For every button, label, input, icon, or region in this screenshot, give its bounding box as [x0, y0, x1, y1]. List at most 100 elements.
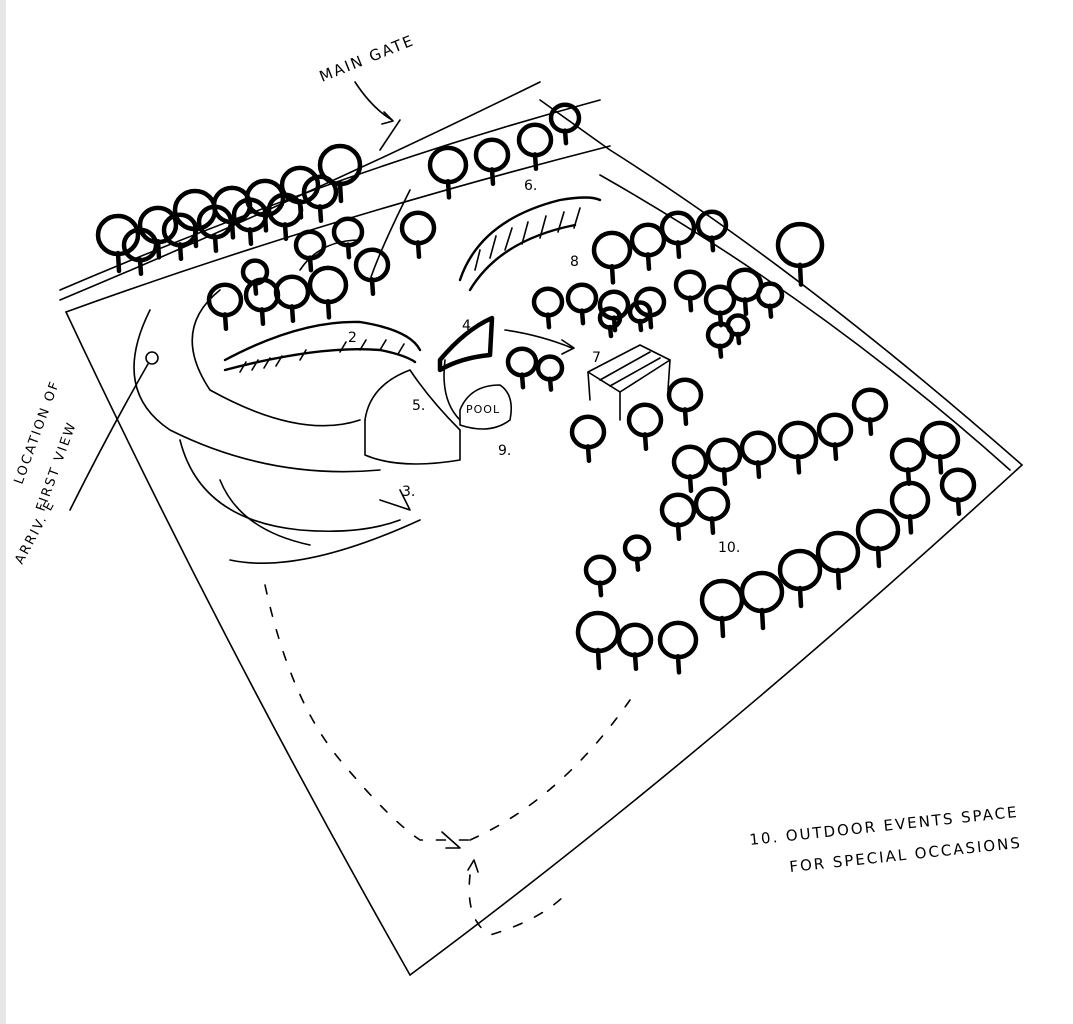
tree-icon — [739, 570, 785, 614]
tree-trunk — [607, 324, 614, 339]
label-2: 2 — [348, 330, 357, 346]
tree-icon — [777, 548, 823, 592]
tree-icon — [673, 269, 707, 301]
tree-trunk — [609, 263, 616, 285]
tree-icon — [616, 622, 654, 658]
tree-icon — [516, 122, 554, 158]
tree-icon — [851, 387, 889, 423]
tree-trunk — [259, 307, 266, 327]
tree-icon — [725, 313, 751, 337]
tree-trunk — [177, 242, 184, 262]
tree-icon — [427, 145, 469, 185]
flow-arrow — [504, 329, 575, 355]
tree-icon — [739, 430, 777, 466]
tree-trunk — [585, 444, 592, 464]
tree-icon — [137, 205, 179, 245]
label-4: 4. — [462, 318, 475, 334]
tree-icon — [505, 346, 539, 378]
tree-trunk — [719, 615, 726, 639]
tree-trunk — [307, 255, 314, 273]
tree-trunk — [675, 240, 682, 260]
tree-trunk — [675, 522, 682, 542]
tree-icon — [659, 492, 697, 528]
tree-trunk — [595, 647, 602, 671]
tree-trunk — [907, 513, 914, 535]
curved-seating-band — [223, 320, 422, 373]
label-3: 3. — [402, 484, 415, 500]
tree-icon — [629, 222, 667, 258]
tree-icon — [919, 420, 961, 460]
tree-trunk — [867, 417, 874, 437]
tree-trunk — [767, 303, 774, 319]
tree-trunk — [709, 516, 716, 536]
tree-icon — [569, 414, 607, 450]
tree-trunk — [875, 545, 882, 569]
tree-icon — [273, 274, 311, 310]
tree-icon — [815, 530, 861, 574]
tree-icon — [657, 620, 699, 660]
scan-edge — [0, 0, 6, 1024]
tree-trunk — [545, 312, 552, 330]
tree-trunk — [742, 297, 749, 317]
tree-trunk — [115, 250, 122, 274]
tree-trunk — [717, 343, 724, 359]
tree-icon — [626, 402, 664, 438]
site-boundary — [59, 81, 1023, 976]
tree-trunk — [317, 204, 324, 224]
pavilion — [587, 344, 671, 421]
tree-icon — [597, 289, 631, 321]
tree-icon — [889, 437, 927, 473]
arrival-path — [264, 584, 631, 936]
tree-icon — [206, 282, 244, 318]
tree-trunk — [735, 331, 742, 346]
tree-trunk — [637, 318, 644, 333]
terrace-contours — [133, 189, 421, 564]
tree-trunk — [597, 580, 604, 598]
tree-trunk — [955, 497, 962, 517]
tree-trunk — [755, 460, 762, 480]
tree-trunk — [709, 235, 716, 253]
tree-icon — [583, 554, 617, 586]
tree-trunk — [645, 252, 652, 272]
label-9: 9. — [498, 443, 511, 459]
tree-trunk — [835, 567, 842, 591]
tree-icon — [575, 610, 621, 654]
tree-icon — [705, 437, 743, 473]
tree-trunk — [247, 227, 254, 247]
tree-icon — [775, 221, 825, 269]
tree-icon — [666, 377, 704, 413]
tree-trunk — [797, 262, 804, 287]
tree-trunk — [532, 152, 539, 172]
tree-icon — [889, 480, 931, 520]
tree-trunk — [682, 407, 689, 427]
tree-trunk — [369, 277, 376, 297]
tree-icon — [816, 412, 854, 448]
tree-trunk — [415, 240, 422, 260]
upper-hatched-band — [458, 196, 602, 292]
tree-trunk — [759, 607, 766, 631]
tree-icon — [939, 467, 977, 503]
tree-icon — [855, 508, 901, 552]
tree-trunk — [832, 442, 839, 462]
tree-trunk — [445, 178, 452, 200]
main-gate-arrow — [354, 81, 394, 125]
tree-icon — [699, 578, 745, 622]
tree-trunk — [797, 585, 804, 609]
tree-icon — [473, 137, 511, 173]
tree-trunk — [337, 180, 344, 204]
tree-trunk — [519, 372, 526, 390]
tree-trunk — [489, 167, 496, 187]
tree-icon — [703, 284, 737, 316]
tree-icon — [399, 210, 437, 246]
tree-cluster — [95, 102, 977, 675]
tree-trunk — [721, 467, 728, 487]
tree-trunk — [222, 312, 229, 332]
inner-hatched-wedge — [437, 315, 495, 373]
tree-trunk — [795, 453, 802, 475]
tree-trunk — [562, 128, 569, 146]
label-7: 7 — [592, 350, 601, 366]
tree-icon — [565, 282, 599, 314]
tree-icon — [535, 354, 565, 382]
tree-icon — [591, 230, 633, 270]
